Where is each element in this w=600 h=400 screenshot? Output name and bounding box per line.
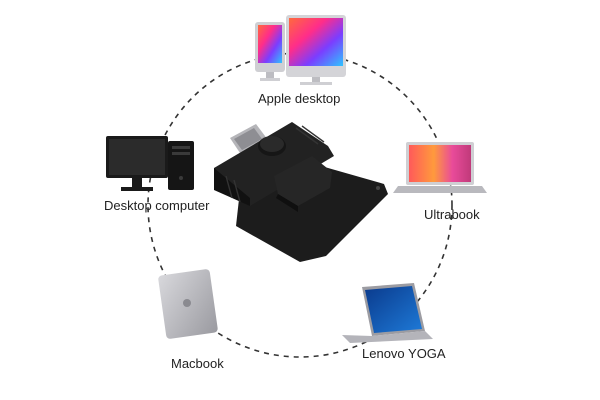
lenovo-yoga-icon [342,283,433,343]
label-macbook: Macbook [171,356,224,371]
macbook-icon [158,269,218,339]
apple-desktop-icon [255,15,346,85]
desktop-computer-icon [106,136,194,191]
label-apple-desktop: Apple desktop [258,91,341,106]
label-desktop-computer: Desktop computer [104,198,210,213]
dashed-connection-circle [147,52,453,358]
label-lenovo-yoga: Lenovo YOGA [362,346,446,361]
label-ultrabook: Ultrabook [424,207,480,222]
usb-card-reader-icon [214,122,388,262]
ultrabook-icon [393,142,487,193]
